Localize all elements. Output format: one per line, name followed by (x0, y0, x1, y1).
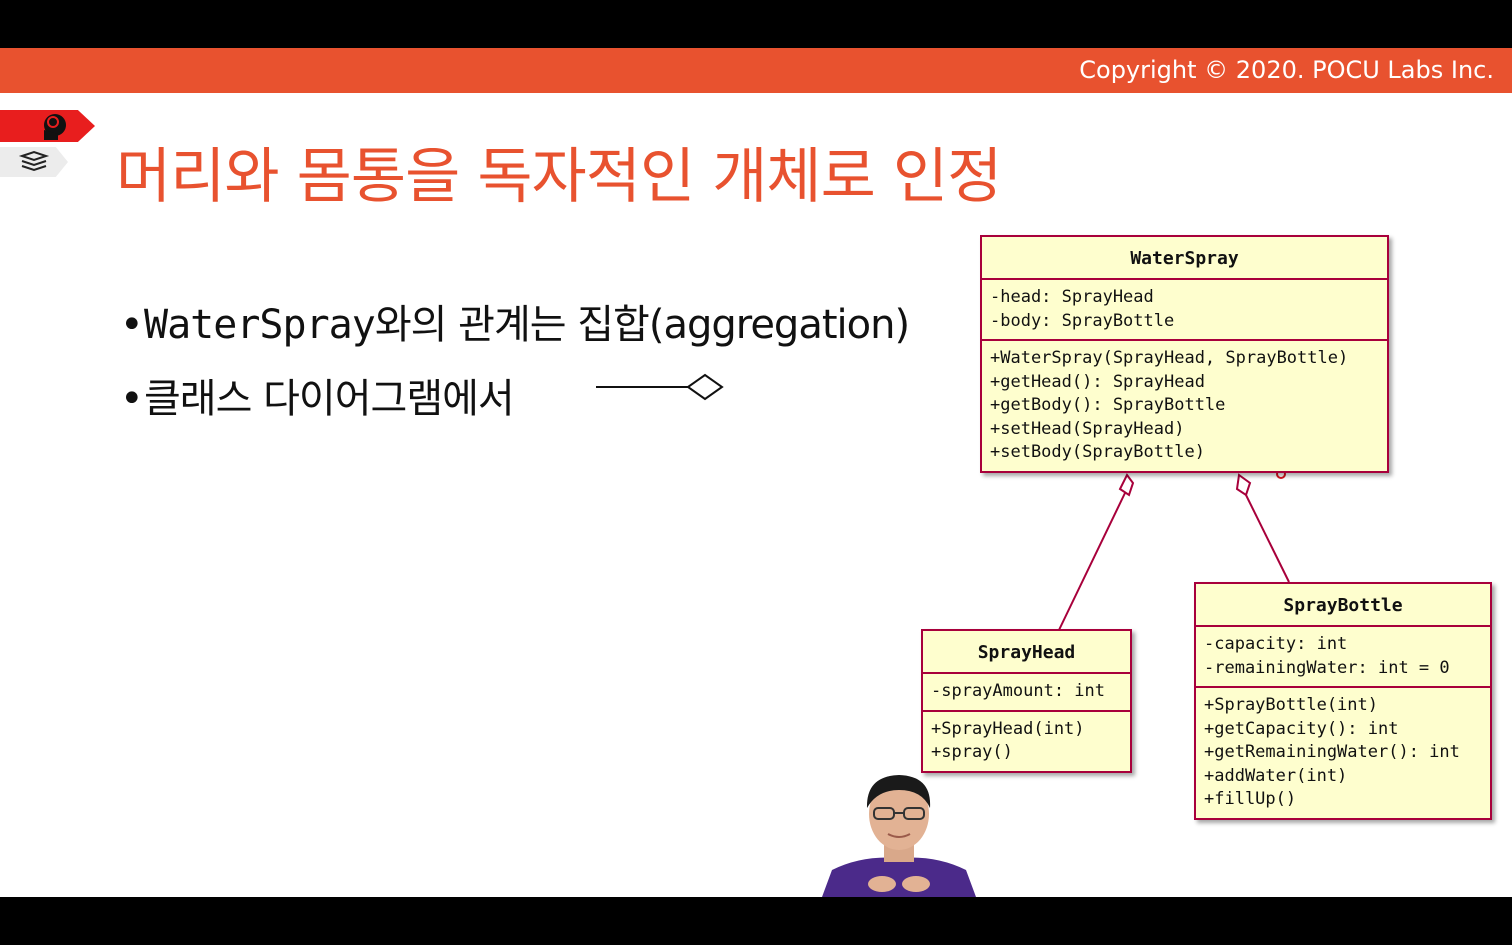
method: +fillUp() (1204, 789, 1297, 809)
method: +getCapacity(): int (1204, 718, 1399, 739)
method-list: +WaterSpray(SprayHead, SprayBottle) +get… (982, 339, 1387, 471)
method: +addWater(int) (1204, 765, 1348, 786)
bullet-dot: • (120, 302, 144, 348)
attribute-list: -head: SprayHead -body: SprayBottle (982, 280, 1387, 339)
copyright-text: Copyright © 2020. POCU Labs Inc. (1079, 56, 1494, 84)
class-name: SprayBottle (1196, 584, 1490, 627)
attribute: -sprayAmount: int (931, 681, 1105, 701)
class-waterspray: WaterSpray -head: SprayHead -body: Spray… (980, 235, 1389, 473)
method-list: +SprayHead(int) +spray() (923, 709, 1130, 771)
method: +spray() (931, 742, 1013, 762)
attribute: -remainingWater: int = 0 (1204, 657, 1450, 678)
aggregation-symbol (596, 373, 724, 401)
attribute: -capacity: int (1204, 634, 1348, 654)
method: +WaterSpray(SprayHead, SprayBottle) (990, 348, 1349, 368)
method: +setBody(SprayBottle) (990, 442, 1205, 462)
bullet-dot: • (120, 376, 144, 422)
class-name: SprayHead (923, 631, 1130, 674)
attribute-list: -capacity: int -remainingWater: int = 0 (1196, 627, 1490, 686)
attribute: -head: SprayHead (990, 287, 1154, 307)
bullet-class-name: WaterSpray (144, 302, 376, 348)
attribute: -body: SprayBottle (990, 310, 1175, 331)
method: +SprayBottle(int) (1204, 695, 1378, 715)
books-icon (0, 147, 68, 177)
class-spraybottle: SprayBottle -capacity: int -remainingWat… (1194, 582, 1492, 820)
method-list: +SprayBottle(int) +getCapacity(): int +g… (1196, 686, 1490, 818)
header-bar: Copyright © 2020. POCU Labs Inc. (0, 48, 1512, 93)
page-title: 머리와 몸통을 독자적인 개체로 인정 (116, 142, 1002, 212)
bullet-text: 클래스 다이어그램에서 (144, 376, 515, 422)
bullet-text: 와의 관계는 집합(aggregation) (374, 302, 910, 348)
bullet-aggregation: •WaterSpray와의 관계는 집합(aggregation) (120, 292, 910, 350)
method: +getRemainingWater(): int (1204, 742, 1460, 762)
method: +setHead(SprayHead) (990, 418, 1185, 439)
presenter-video (822, 770, 976, 897)
attribute-list: -sprayAmount: int (923, 674, 1130, 710)
method: +getBody(): SprayBottle (990, 395, 1226, 415)
class-name: WaterSpray (982, 237, 1387, 280)
method: +getHead(): SprayHead (990, 371, 1205, 392)
bullet-class-diagram: •클래스 다이어그램에서 (120, 366, 515, 424)
aggregation-connectors (1058, 469, 1290, 631)
method: +SprayHead(int) (931, 718, 1085, 739)
class-sprayhead: SprayHead -sprayAmount: int +SprayHead(i… (921, 629, 1132, 773)
slide: Copyright © 2020. POCU Labs Inc. 머리와 몸통을… (0, 48, 1512, 897)
brain-head-icon (0, 110, 95, 142)
